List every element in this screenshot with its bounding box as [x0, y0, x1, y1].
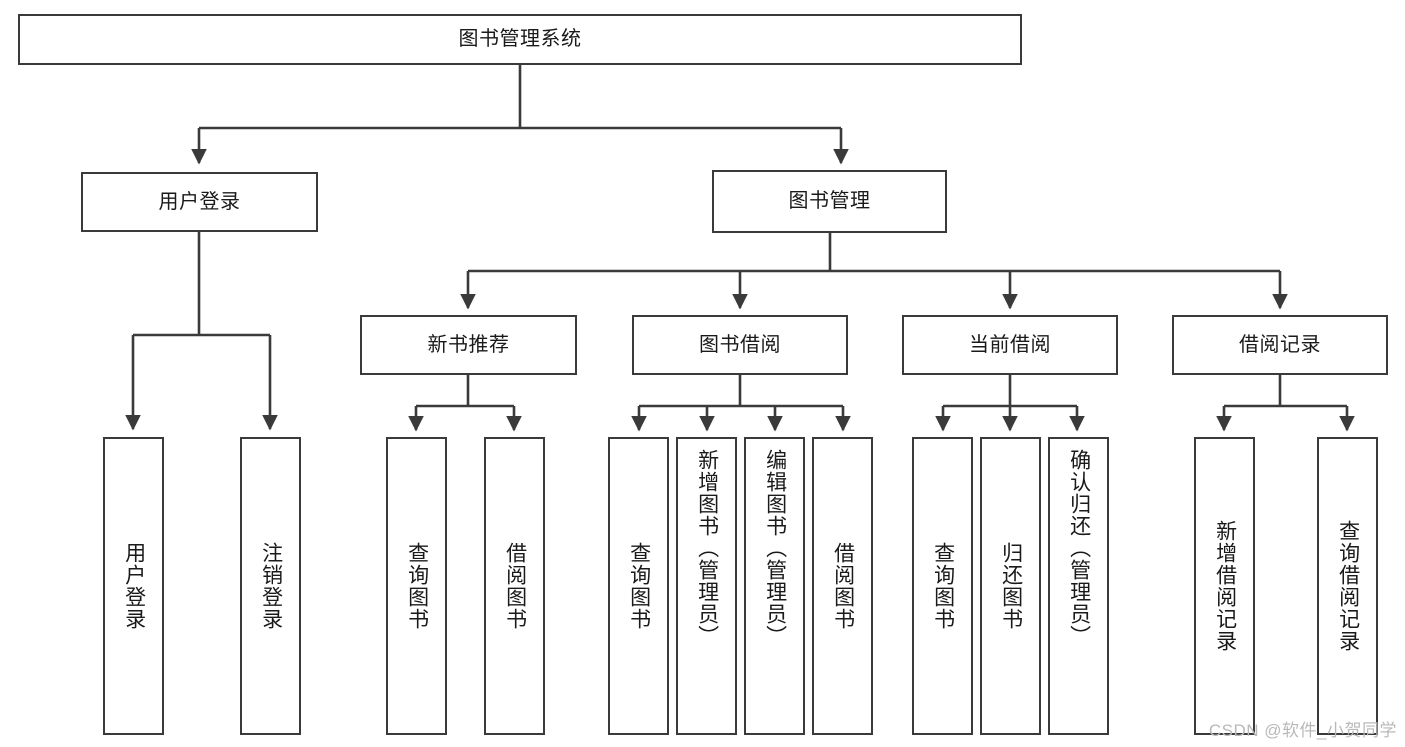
leaf-book-borrow-query-book-label: 查询图书: [627, 542, 651, 630]
leaf-new-book-query-book-label: 查询图书: [405, 542, 429, 630]
leaf-user-login-logout[interactable]: 注销登录: [240, 437, 301, 735]
leaf-current-borrow-confirm-return-label: 确认归还（管理员）: [1067, 449, 1091, 647]
leaf-book-borrow-add-book-label: 新增图书（管理员）: [695, 449, 719, 647]
node-book-management[interactable]: 图书管理: [712, 170, 947, 233]
node-current-borrow[interactable]: 当前借阅: [902, 315, 1118, 375]
leaf-book-borrow-query-book[interactable]: 查询图书: [608, 437, 669, 735]
leaf-current-borrow-return-book[interactable]: 归还图书: [980, 437, 1041, 735]
leaf-borrow-record-query-record[interactable]: 查询借阅记录: [1317, 437, 1378, 735]
leaf-book-borrow-borrow-book[interactable]: 借阅图书: [812, 437, 873, 735]
csdn-watermark: CSDN @软件_小贺同学: [1208, 721, 1397, 740]
leaf-new-book-query-book[interactable]: 查询图书: [386, 437, 447, 735]
leaf-new-book-borrow-book-label: 借阅图书: [503, 542, 527, 630]
leaf-current-borrow-query-book[interactable]: 查询图书: [912, 437, 973, 735]
node-book-management-label: 图书管理: [788, 190, 871, 212]
node-borrow-record-label: 借阅记录: [1239, 333, 1321, 356]
node-new-book-recommend-label: 新书推荐: [427, 333, 510, 356]
leaf-borrow-record-query-record-label: 查询借阅记录: [1336, 520, 1360, 652]
leaf-current-borrow-confirm-return[interactable]: 确认归还（管理员）: [1048, 437, 1109, 735]
leaf-borrow-record-add-record[interactable]: 新增借阅记录: [1194, 437, 1255, 735]
leaf-user-login-login-label: 用户登录: [122, 542, 146, 630]
node-book-borrow[interactable]: 图书借阅: [632, 315, 848, 375]
leaf-book-borrow-add-book[interactable]: 新增图书（管理员）: [676, 437, 737, 735]
leaf-user-login-login[interactable]: 用户登录: [103, 437, 164, 735]
node-root-system-label: 图书管理系统: [458, 28, 582, 50]
leaf-borrow-record-add-record-label: 新增借阅记录: [1213, 520, 1237, 652]
node-user-login-label: 用户登录: [158, 190, 241, 213]
leaf-book-borrow-borrow-book-label: 借阅图书: [831, 542, 855, 630]
node-root-system[interactable]: 图书管理系统: [18, 14, 1022, 65]
leaf-current-borrow-return-book-label: 归还图书: [999, 542, 1023, 630]
node-user-login[interactable]: 用户登录: [81, 172, 318, 232]
leaf-book-borrow-edit-book[interactable]: 编辑图书（管理员）: [744, 437, 805, 735]
node-borrow-record[interactable]: 借阅记录: [1172, 315, 1388, 375]
leaf-current-borrow-query-book-label: 查询图书: [931, 542, 955, 630]
node-current-borrow-label: 当前借阅: [969, 333, 1051, 356]
leaf-new-book-borrow-book[interactable]: 借阅图书: [484, 437, 545, 735]
node-book-borrow-label: 图书借阅: [699, 333, 781, 356]
leaf-book-borrow-edit-book-label: 编辑图书（管理员）: [763, 449, 787, 647]
node-new-book-recommend[interactable]: 新书推荐: [360, 315, 577, 375]
leaf-user-login-logout-label: 注销登录: [259, 542, 283, 630]
